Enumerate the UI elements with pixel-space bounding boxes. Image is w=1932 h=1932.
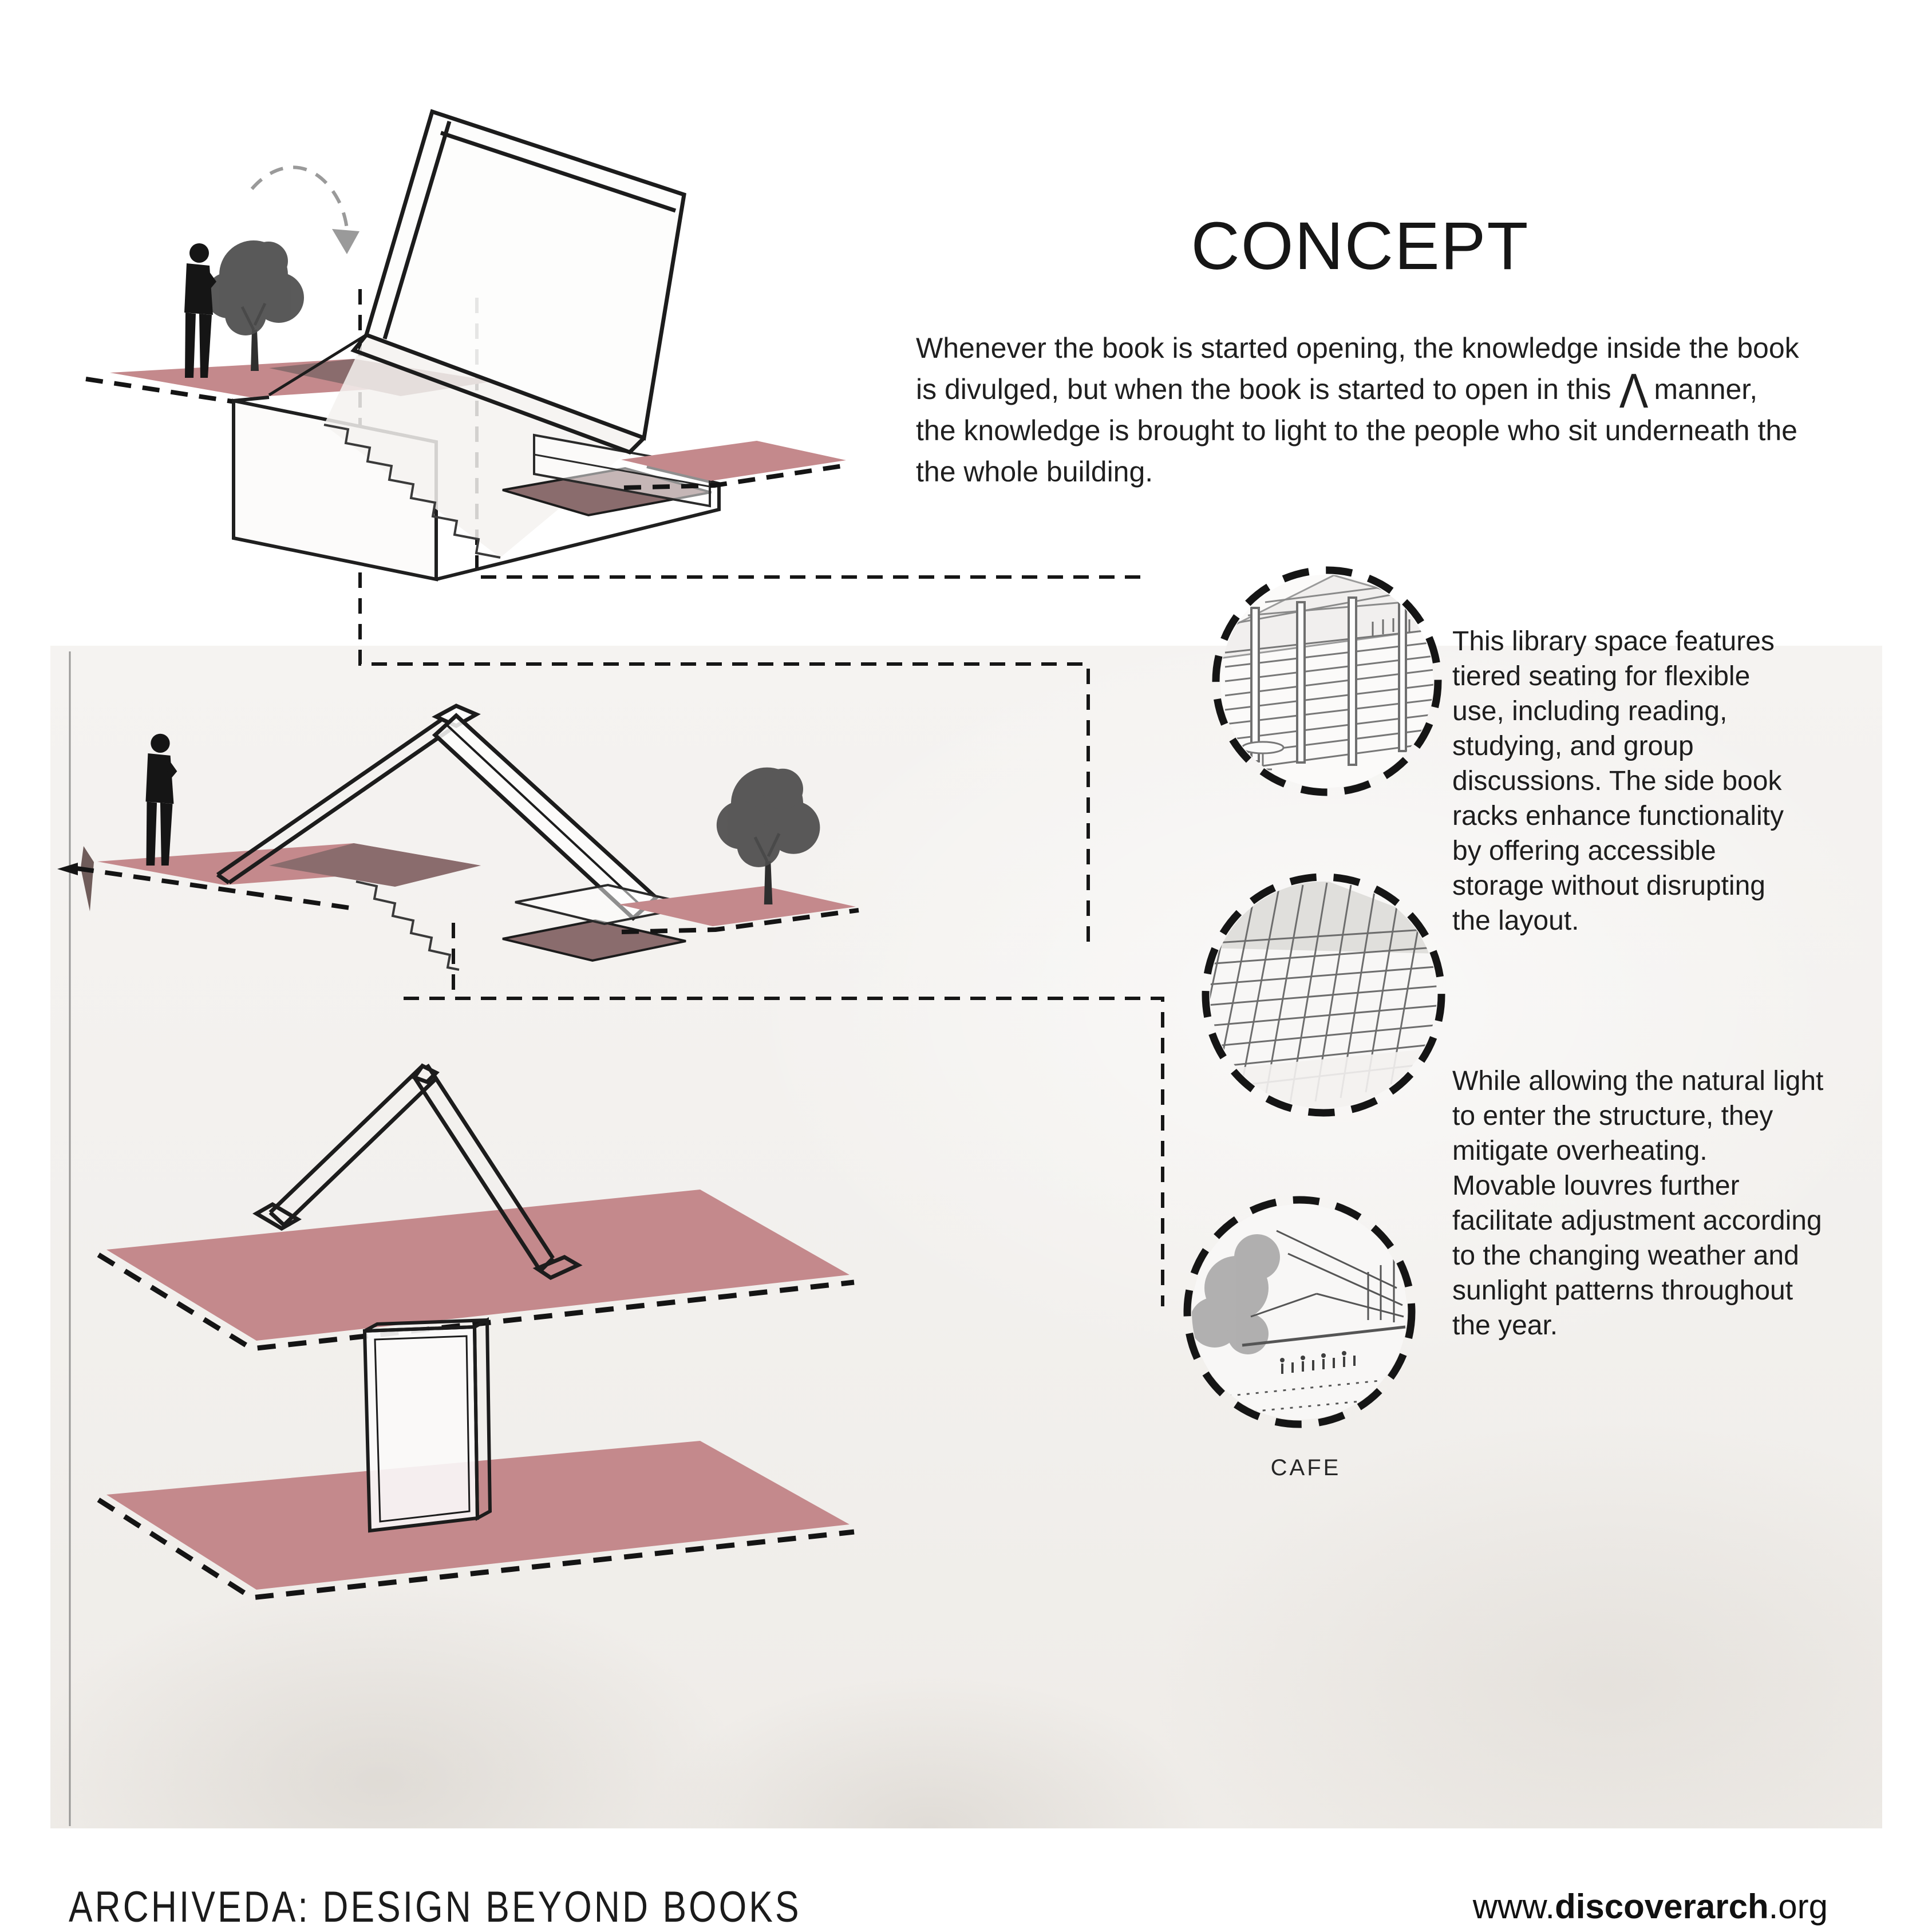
stairs: [355, 880, 460, 971]
detail-circle-cafe: [1183, 1196, 1416, 1428]
person-silhouette: [184, 243, 216, 378]
concept-paragraph: Whenever the book is started opening, th…: [916, 327, 1799, 492]
dashed-edge-arrowhead: [57, 863, 78, 875]
dashed-circle-border: [1202, 873, 1445, 1117]
footer-website: www.discoverarch.org: [1472, 1887, 1828, 1926]
dashed-circle-border: [1212, 566, 1442, 796]
diagram-stage-3-tent-plate: [97, 1063, 855, 1352]
detail-circle-roof-grid: [1202, 873, 1445, 1117]
person-silhouette: [145, 733, 177, 866]
louvres-annotation: While allowing the natural light to ente…: [1452, 1066, 1824, 1341]
platform-dashed-edge: [76, 866, 358, 911]
curved-arrow-head: [332, 229, 359, 254]
platform-pink: [106, 1190, 850, 1341]
open-book-frame: [216, 704, 659, 921]
diagram-stage-1-opened-building: [85, 109, 850, 582]
concept-line-1: Whenever the book is started opening, th…: [916, 332, 1799, 364]
diagram-stage-4-slab-plate: [97, 1317, 855, 1601]
page-title: CONCEPT: [1191, 208, 1530, 284]
platform-pink-right: [621, 441, 846, 481]
connector-to-library-circle: [475, 298, 1146, 579]
platform-dashed-edge-right: [623, 463, 850, 490]
curved-arrow: [250, 165, 349, 243]
concept-line-3: the knowledge is brought to light to the…: [916, 414, 1797, 447]
tent-frame: [252, 1063, 583, 1280]
concept-line-2: is divulged, but when the book is starte…: [916, 364, 1758, 419]
cafe-label: CAFE: [1270, 1455, 1341, 1480]
concept-line-4: the whole building.: [916, 456, 1153, 488]
platform-shadow: [269, 843, 481, 887]
tree-silhouette: [716, 767, 820, 904]
library-annotation: This library space features tiered seati…: [1452, 626, 1784, 936]
plate-edge-sliver: [81, 846, 94, 911]
cafe-sketch: [1192, 1230, 1406, 1415]
stairs: [323, 424, 501, 559]
detail-circle-library: [1212, 566, 1442, 796]
diagram-stage-2-open-building: [57, 704, 859, 971]
footer-project-title: ARCHIVEDA: DESIGN BEYOND BOOKS: [69, 1883, 801, 1931]
book-cover: [268, 109, 686, 455]
tree-silhouette: [206, 240, 304, 371]
connector-to-cafe-circle: [404, 923, 1164, 1306]
tiered-seating-sketch: [1220, 575, 1433, 771]
sunken-pit: [502, 919, 686, 962]
platform-dashed-edge-right: [621, 908, 859, 934]
glass-rail-line: [534, 453, 710, 488]
dashed-circle-border: [1183, 1196, 1416, 1428]
slab-frame: [362, 1317, 492, 1533]
platform-pink-right: [618, 886, 856, 926]
